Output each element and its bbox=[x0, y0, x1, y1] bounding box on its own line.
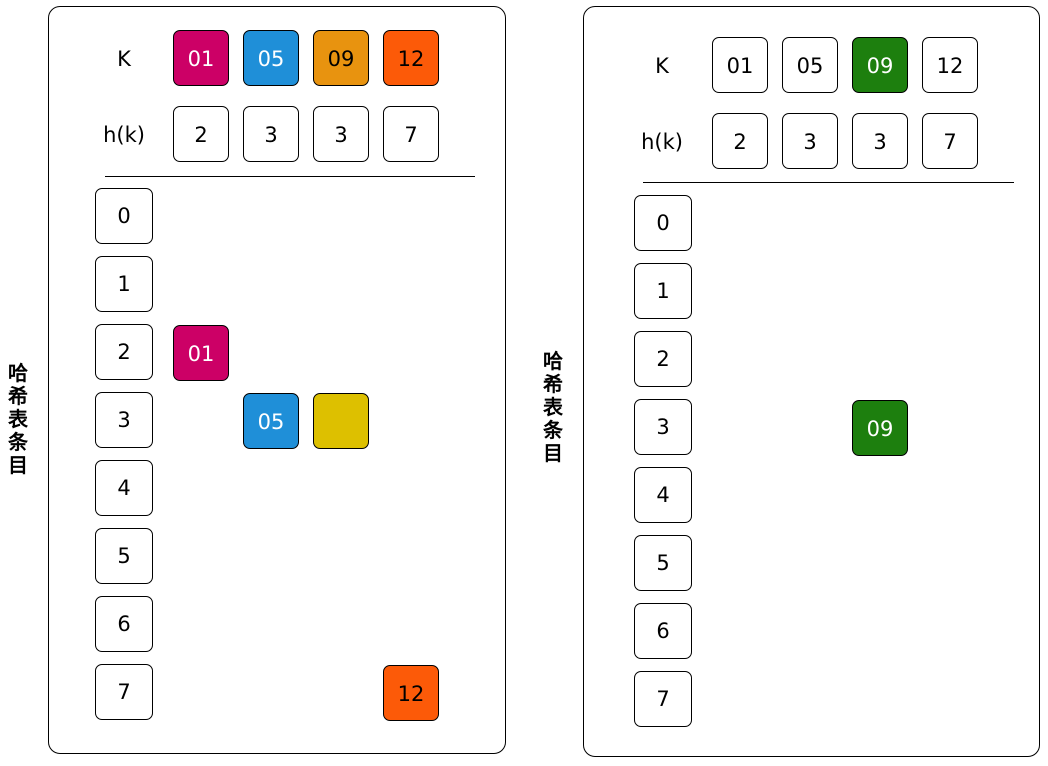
hash-slot-box: 6 bbox=[95, 596, 153, 652]
k-row-label: K bbox=[655, 54, 669, 78]
hash-entry-box: 01 bbox=[173, 325, 229, 381]
hash-value-box: 3 bbox=[243, 106, 299, 162]
key-box: 12 bbox=[383, 30, 439, 86]
key-box: 01 bbox=[712, 37, 768, 93]
hash-slot-box: 5 bbox=[634, 535, 692, 591]
k-row-label: K bbox=[117, 47, 131, 71]
side-label-hash-table-entries: 哈希表条目 bbox=[543, 349, 563, 465]
hash-entry-box: 09 bbox=[852, 400, 908, 456]
key-box: 09 bbox=[313, 30, 369, 86]
hash-slot-box: 2 bbox=[634, 331, 692, 387]
hash-value-box: 2 bbox=[173, 106, 229, 162]
key-box: 01 bbox=[173, 30, 229, 86]
hash-entry-box: 05 bbox=[243, 393, 299, 449]
divider-line bbox=[105, 176, 475, 177]
divider-line bbox=[643, 182, 1014, 183]
hash-slot-box: 1 bbox=[634, 263, 692, 319]
key-box: 05 bbox=[243, 30, 299, 86]
hash-value-box: 7 bbox=[383, 106, 439, 162]
hash-entry-box: 12 bbox=[383, 665, 439, 721]
hash-slot-box: 3 bbox=[95, 392, 153, 448]
hash-slot-box: 7 bbox=[95, 664, 153, 720]
key-box: 12 bbox=[922, 37, 978, 93]
key-box: 09 bbox=[852, 37, 908, 93]
hash-value-box: 3 bbox=[782, 113, 838, 169]
hash-slot-box: 5 bbox=[95, 528, 153, 584]
hk-row-label: h(k) bbox=[641, 130, 683, 154]
hk-row-label: h(k) bbox=[103, 123, 145, 147]
side-label-hash-table-entries: 哈希表条目 bbox=[8, 361, 28, 477]
hash-value-box: 7 bbox=[922, 113, 978, 169]
hash-value-box: 3 bbox=[852, 113, 908, 169]
hash-entry-box bbox=[313, 393, 369, 449]
hash-slot-box: 6 bbox=[634, 603, 692, 659]
hash-slot-box: 0 bbox=[95, 188, 153, 244]
hash-slot-box: 0 bbox=[634, 195, 692, 251]
hash-slot-box: 4 bbox=[95, 460, 153, 516]
hash-value-box: 3 bbox=[313, 106, 369, 162]
hash-slot-box: 3 bbox=[634, 399, 692, 455]
hash-slot-box: 1 bbox=[95, 256, 153, 312]
hash-slot-box: 4 bbox=[634, 467, 692, 523]
hash-value-box: 2 bbox=[712, 113, 768, 169]
hash-slot-box: 7 bbox=[634, 671, 692, 727]
hash-slot-box: 2 bbox=[95, 324, 153, 380]
key-box: 05 bbox=[782, 37, 838, 93]
